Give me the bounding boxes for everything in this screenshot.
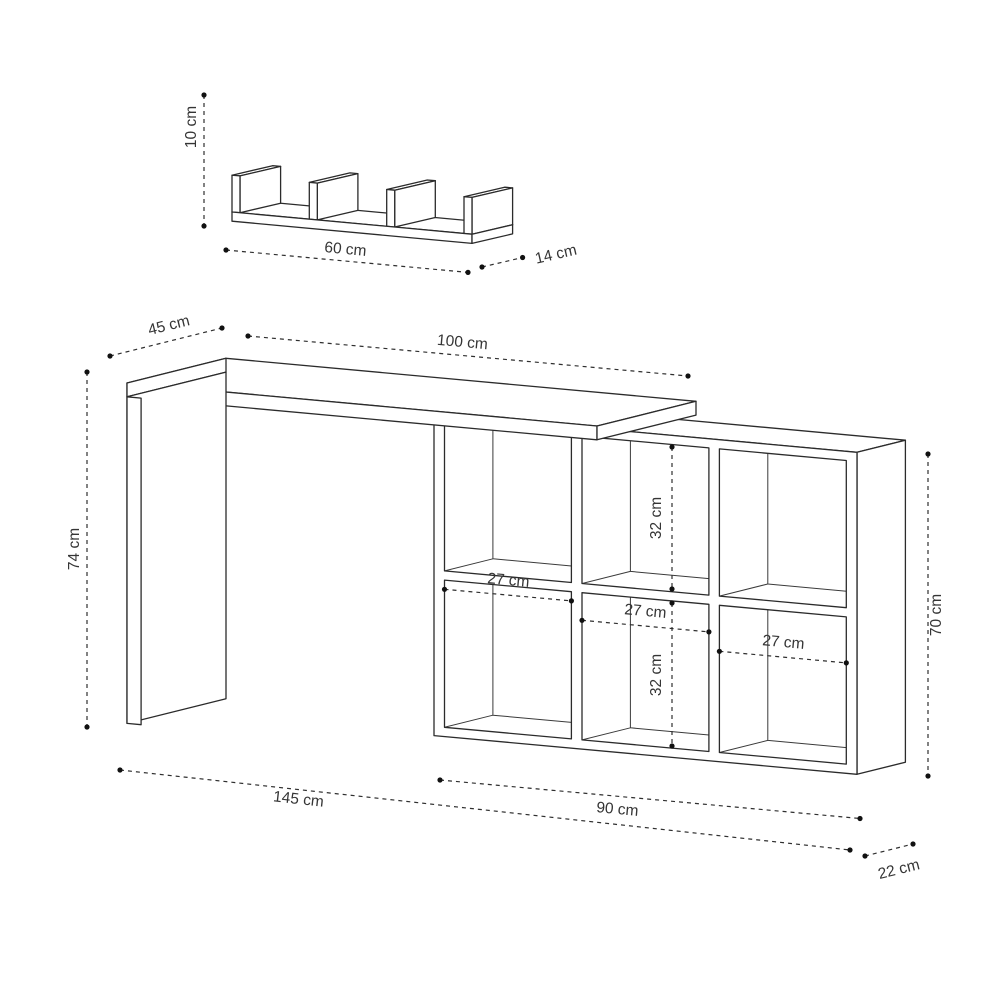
dim-desk-height: 74 cm (66, 369, 90, 730)
bookcase-front-frame (433, 412, 858, 775)
dim-label-desk-depth: 45 cm (146, 312, 191, 339)
wall-shelf-drawing (231, 165, 514, 245)
dim-label-cube-width-1: 27 cm (487, 570, 531, 591)
dim-bookcase-depth: 22 cm (862, 841, 921, 883)
dim-bookcase-height: 70 cm (925, 451, 945, 779)
shelf-divider-2 (308, 172, 359, 221)
desk-top-right-end (596, 400, 697, 441)
dim-cube-width-1: 27 cm (441, 570, 575, 604)
cube-interior-3-top (719, 448, 847, 597)
cube-interior-1-bottom (444, 580, 572, 728)
desk-drawing (126, 357, 697, 726)
shelf-divider-1 (231, 165, 282, 214)
dim-label-cube-width-3: 27 cm (762, 632, 806, 653)
dim-shelf-width: 60 cm (223, 239, 471, 275)
dim-label-shelf-height: 10 cm (183, 106, 200, 148)
shelf-divider-4 (463, 186, 514, 235)
desk-side-panel-front-edge (126, 396, 142, 726)
cube-interior-2-bottom (582, 592, 709, 741)
dim-shelf-height: 10 cm (183, 92, 207, 229)
shelf-base-end-face (471, 224, 514, 245)
dim-cube-width-3: 27 cm (716, 632, 849, 666)
dim-label-cube-height-bottom: 32 cm (648, 654, 665, 696)
dim-label-desk-top-width: 100 cm (436, 332, 488, 354)
dim-cube-height-top: 32 cm (648, 444, 675, 592)
dim-shelf-depth: 14 cm (479, 242, 578, 270)
desk-side-panel (126, 371, 227, 725)
dim-label-bookcase-width: 90 cm (596, 799, 640, 820)
cube-interior-1-top (444, 423, 572, 572)
bookcase-right-face (856, 439, 907, 775)
dim-cube-height-bottom: 32 cm (648, 600, 675, 749)
cube-interior-2-top (582, 436, 709, 584)
dim-desk-top-width: 100 cm (245, 332, 691, 379)
dim-label-desk-height: 74 cm (66, 528, 83, 570)
cube-interior-3-bottom (719, 605, 847, 753)
dim-label-shelf-depth: 14 cm (534, 242, 579, 268)
dim-label-shelf-width: 60 cm (324, 239, 368, 260)
dim-label-cube-height-top: 32 cm (648, 497, 665, 539)
dim-label-bookcase-height: 70 cm (928, 594, 945, 636)
dim-bookcase-width: 90 cm (437, 777, 863, 822)
dim-total-width: 145 cm (117, 767, 853, 853)
shelf-divider-3 (386, 179, 436, 228)
dim-label-cube-width-2: 27 cm (624, 601, 668, 622)
dim-cube-width-2: 27 cm (579, 601, 712, 635)
dim-desk-depth: 45 cm (107, 312, 225, 359)
dim-label-total-width: 145 cm (272, 788, 324, 810)
dim-label-bookcase-depth: 22 cm (876, 856, 921, 883)
